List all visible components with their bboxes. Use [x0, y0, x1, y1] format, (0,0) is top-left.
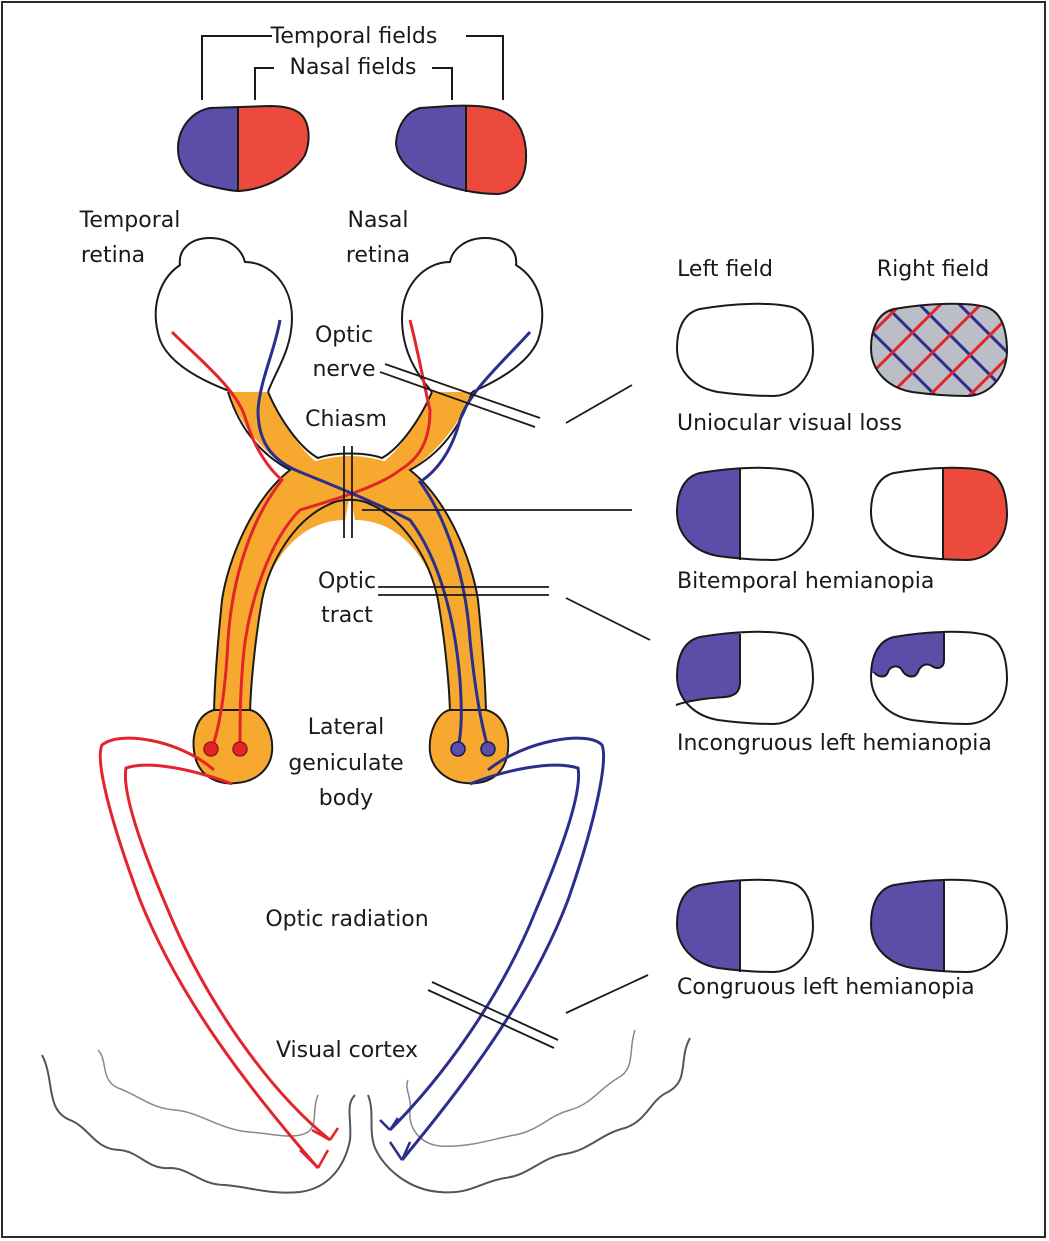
bitemporal-right-field: [870, 466, 1008, 561]
field-brackets: [201, 35, 504, 100]
lesion-name-1: Uniocular visual loss: [677, 411, 902, 436]
optic-radiation-label: Optic radiation: [265, 907, 428, 932]
optic-radiation-right: [379, 736, 605, 1161]
nasal-retina-label-2: retina: [346, 243, 410, 268]
incongruous-left-field: [675, 630, 814, 725]
temporal-fields-label: Temporal fields: [270, 24, 438, 49]
optic-nerve-label-1: Optic: [315, 323, 373, 348]
visual-cortex-label: Visual cortex: [276, 1038, 418, 1063]
left-field-header: Left field: [677, 257, 773, 282]
right-field-header: Right field: [877, 257, 989, 282]
lgb-label-2: geniculate: [288, 751, 403, 776]
nasal-fields-label: Nasal fields: [290, 55, 417, 80]
optic-nerve-label-2: nerve: [312, 357, 375, 382]
lgb-label-3: body: [319, 786, 373, 811]
optic-radiation-left: [98, 736, 340, 1169]
optic-tract-label-2: tract: [321, 603, 373, 628]
right-eye-field: [395, 104, 528, 195]
lesion-name-3: Incongruous left hemianopia: [677, 731, 992, 756]
incongruous-right-field: [870, 630, 1008, 725]
uniocular-right-field: [870, 302, 1008, 397]
lesion-name-4: Congruous left hemianopia: [677, 975, 975, 1000]
optic-tract-label-1: Optic: [318, 569, 376, 594]
temporal-retina-label-1: Temporal: [79, 208, 181, 233]
lgb-cells: [203, 741, 496, 757]
left-eyeball: [154, 236, 294, 393]
right-eyeball: [400, 236, 544, 393]
lesion-name-2: Bitemporal hemianopia: [677, 569, 934, 594]
lesion-marks: [343, 363, 651, 1049]
chiasm-label: Chiasm: [305, 407, 387, 432]
optic-pathway-orange: [192, 391, 510, 785]
lgb-label-1: Lateral: [308, 715, 385, 740]
uniocular-left-field: [676, 302, 814, 397]
temporal-retina-label-2: retina: [81, 243, 145, 268]
nasal-retina-label-1: Nasal: [348, 208, 409, 233]
